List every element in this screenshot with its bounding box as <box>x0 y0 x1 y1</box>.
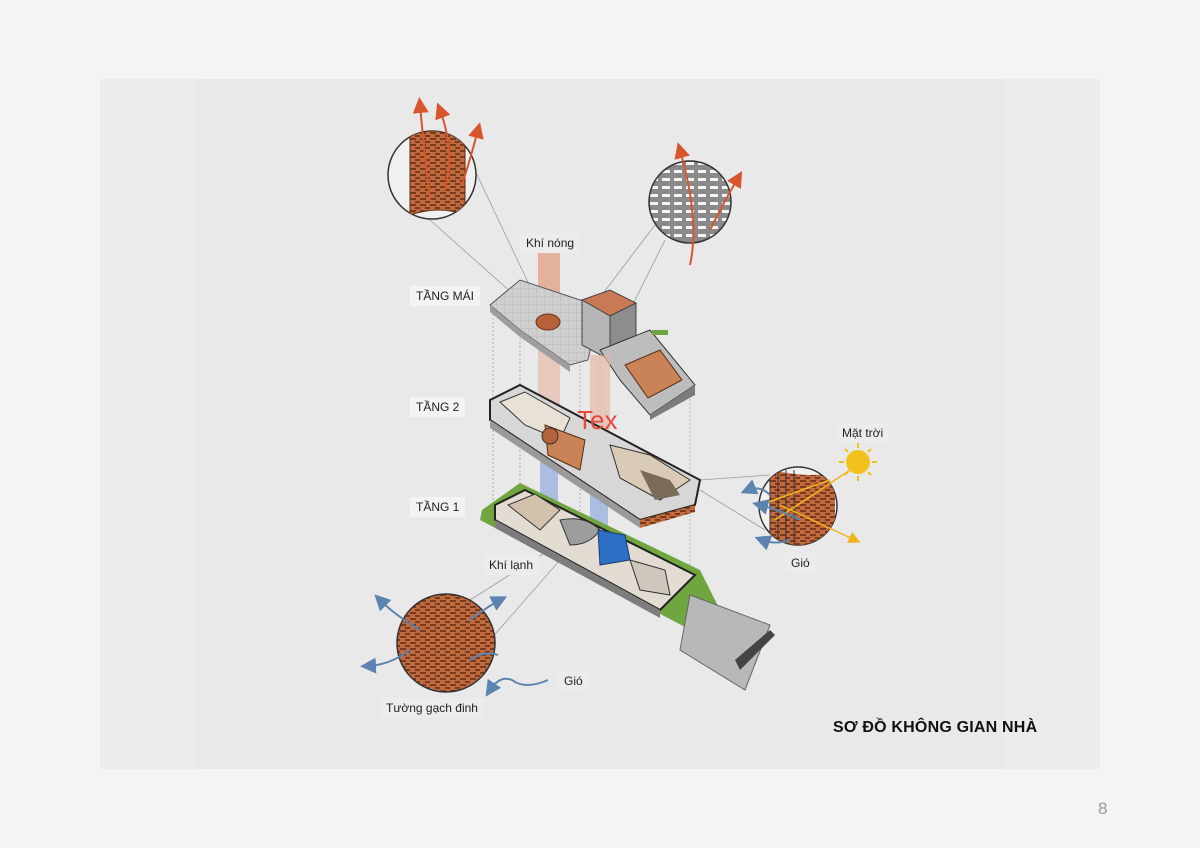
detail-circle-sun-wall <box>740 466 861 551</box>
detail-circle-screen <box>648 142 743 266</box>
detail-circle-brick-wall <box>360 593 549 697</box>
floor-1 <box>480 483 775 691</box>
warm-air-column <box>590 355 610 445</box>
overlay-tex-text: Tex <box>577 405 618 435</box>
page-number: 8 <box>1098 799 1108 818</box>
leader-lines <box>429 159 771 641</box>
floor-2 <box>489 383 702 528</box>
label-tang-2: TẦNG 2 <box>410 397 466 417</box>
roof-floor <box>489 279 696 420</box>
diagram-title: SƠ ĐỒ KHÔNG GIAN NHÀ <box>833 719 1038 736</box>
label-gio-bottom: Gió <box>558 671 589 691</box>
detail-circle-roof-brick <box>387 97 484 220</box>
label-tang-1: TẦNG 1 <box>410 497 466 517</box>
label-tang-mai: TẦNG MÁI <box>410 286 481 306</box>
label-mat-troi: Mặt trời <box>836 423 890 443</box>
label-gio-right: Gió <box>785 553 816 573</box>
label-khi-nong: Khí nóng <box>520 233 581 253</box>
sun-icon <box>839 443 877 481</box>
label-tuong-gach: Tường gạch đinh <box>380 698 484 718</box>
label-khi-lanh: Khí lạnh <box>483 555 540 575</box>
